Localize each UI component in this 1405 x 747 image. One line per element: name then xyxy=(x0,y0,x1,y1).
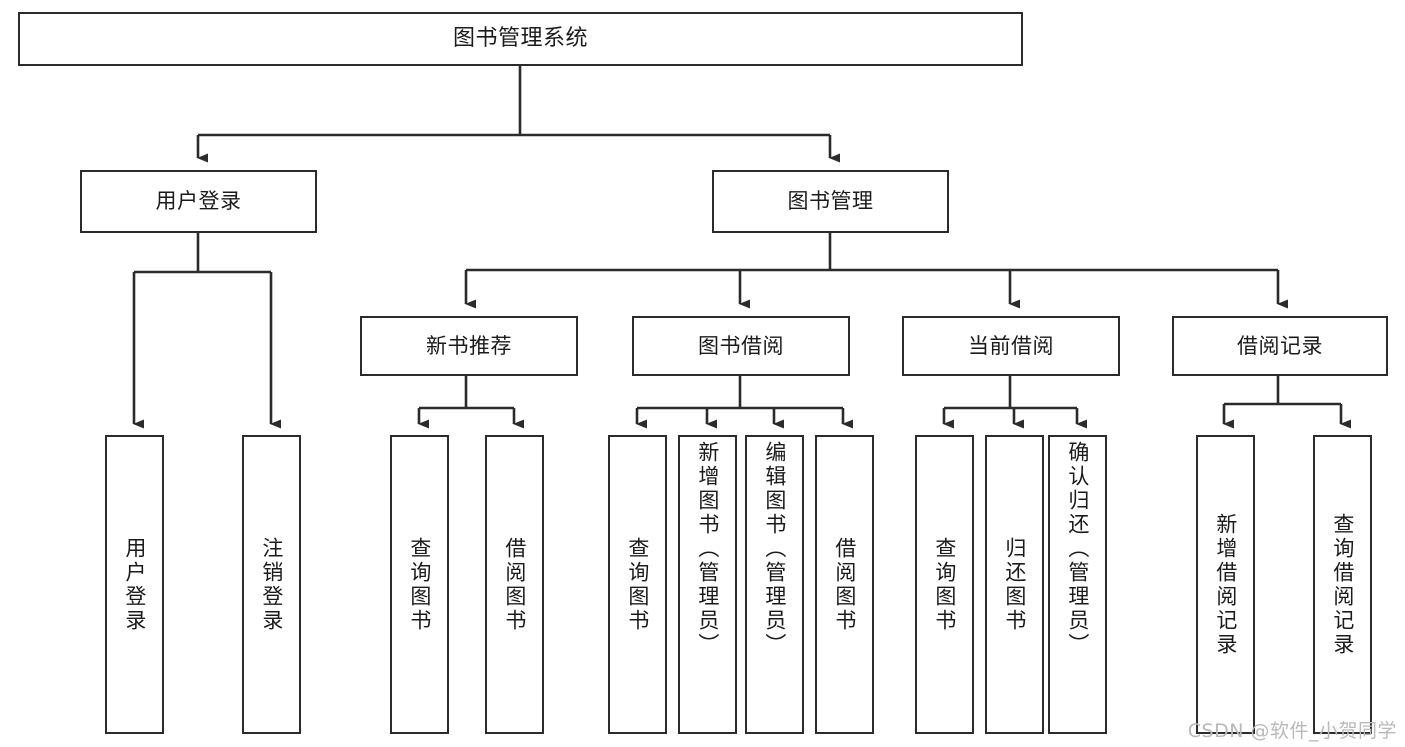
node-leaf-query-book-2[interactable]: 查询图书 xyxy=(608,435,667,734)
node-leaf-query-book-1[interactable]: 查询图书 xyxy=(390,435,449,734)
node-new-book-rec-label: 新书推荐 xyxy=(426,333,512,358)
node-leaf-return-book-label: 归还图书 xyxy=(1002,536,1027,633)
node-leaf-query-record-label: 查询借阅记录 xyxy=(1330,512,1355,657)
node-leaf-edit-book[interactable]: 编辑图书（管理员） xyxy=(745,435,804,734)
node-leaf-user-login[interactable]: 用户登录 xyxy=(105,435,164,734)
node-leaf-query-book-3-label: 查询图书 xyxy=(932,536,957,633)
node-leaf-query-book-2-label: 查询图书 xyxy=(625,536,650,633)
node-leaf-query-book-3[interactable]: 查询图书 xyxy=(915,435,974,734)
node-leaf-return-book[interactable]: 归还图书 xyxy=(985,435,1044,734)
node-leaf-query-record[interactable]: 查询借阅记录 xyxy=(1313,435,1372,734)
node-book-borrow-label: 图书借阅 xyxy=(698,333,784,358)
node-user-login[interactable]: 用户登录 xyxy=(80,170,317,233)
node-leaf-edit-book-label: 编辑图书（管理员） xyxy=(762,441,787,657)
node-leaf-borrow-book-1[interactable]: 借阅图书 xyxy=(485,435,544,734)
node-leaf-confirm-return-label: 确认归还（管理员） xyxy=(1065,441,1090,657)
node-leaf-user-logout-label: 注销登录 xyxy=(259,536,284,633)
node-root-label: 图书管理系统 xyxy=(452,26,588,52)
node-leaf-confirm-return[interactable]: 确认归还（管理员） xyxy=(1048,435,1107,734)
node-leaf-add-book[interactable]: 新增图书（管理员） xyxy=(678,435,737,734)
node-root[interactable]: 图书管理系统 xyxy=(18,12,1023,66)
node-borrow-record-label: 借阅记录 xyxy=(1237,333,1323,358)
node-leaf-borrow-book-1-label: 借阅图书 xyxy=(502,536,527,633)
node-leaf-borrow-book-2[interactable]: 借阅图书 xyxy=(815,435,874,734)
node-book-borrow[interactable]: 图书借阅 xyxy=(632,316,850,376)
node-leaf-query-book-1-label: 查询图书 xyxy=(407,536,432,633)
node-leaf-add-book-label: 新增图书（管理员） xyxy=(695,441,720,657)
node-new-book-rec[interactable]: 新书推荐 xyxy=(360,316,578,376)
node-leaf-add-record-label: 新增借阅记录 xyxy=(1213,512,1238,657)
node-leaf-add-record[interactable]: 新增借阅记录 xyxy=(1196,435,1255,734)
node-book-manage[interactable]: 图书管理 xyxy=(712,170,949,233)
node-user-login-label: 用户登录 xyxy=(155,189,242,214)
node-current-borrow[interactable]: 当前借阅 xyxy=(902,316,1120,376)
node-current-borrow-label: 当前借阅 xyxy=(968,333,1054,358)
node-borrow-record[interactable]: 借阅记录 xyxy=(1172,316,1388,376)
node-leaf-user-logout[interactable]: 注销登录 xyxy=(242,435,301,734)
node-leaf-user-login-label: 用户登录 xyxy=(122,536,147,633)
watermark-text: CSDN @软件_小贺同学 xyxy=(1187,720,1397,742)
node-book-manage-label: 图书管理 xyxy=(787,189,874,214)
node-leaf-borrow-book-2-label: 借阅图书 xyxy=(832,536,857,633)
